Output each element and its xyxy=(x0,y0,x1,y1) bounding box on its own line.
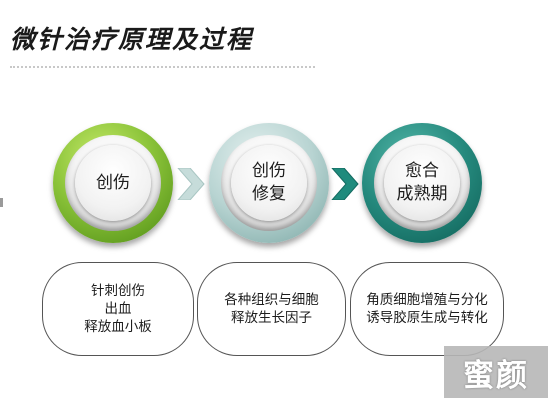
step-circle-core: 创伤 修复 xyxy=(231,145,307,221)
step-circle-3: 愈合 成熟期 xyxy=(362,123,482,243)
edge-marker xyxy=(0,198,3,207)
chevron-right-icon xyxy=(331,168,359,200)
step-circle-ring: 创伤 修复 xyxy=(221,135,317,231)
desc-1-line-3: 释放血小板 xyxy=(84,319,152,335)
description-box-3: 角质细胞增殖与分化 诱导胶原生成与转化 xyxy=(350,262,504,356)
step-2-line-1: 创伤 xyxy=(252,161,286,181)
step-circle-ring: 创伤 xyxy=(65,135,161,231)
step-circle-ring: 愈合 成熟期 xyxy=(374,135,470,231)
step-circle-2: 创伤 修复 xyxy=(209,123,329,243)
step-3-line-1: 愈合 xyxy=(405,161,439,181)
desc-3-line-2: 诱导胶原生成与转化 xyxy=(366,310,488,326)
chevron-right-icon xyxy=(177,168,205,200)
step-1-line-1: 创伤 xyxy=(96,172,130,193)
watermark-text: 蜜颜 xyxy=(463,357,529,394)
page-title: 微针治疗原理及过程 xyxy=(10,25,254,54)
desc-1-line-1: 针刺创伤 xyxy=(91,283,145,299)
desc-2-line-1: 各种组织与细胞 xyxy=(224,292,319,308)
desc-3-line-1: 角质细胞增殖与分化 xyxy=(366,292,488,308)
title-divider xyxy=(10,66,315,68)
description-box-2: 各种组织与细胞 释放生长因子 xyxy=(197,262,346,356)
step-circle-core: 创伤 xyxy=(75,145,151,221)
step-circle-core: 愈合 成熟期 xyxy=(384,145,460,221)
watermark: 蜜颜 xyxy=(444,346,548,398)
step-2-line-2: 修复 xyxy=(252,184,286,204)
step-circle-1: 创伤 xyxy=(53,123,173,243)
desc-2-line-2: 释放生长因子 xyxy=(231,310,312,326)
description-box-1: 针刺创伤 出血 释放血小板 xyxy=(42,262,194,356)
desc-1-line-2: 出血 xyxy=(104,301,132,317)
step-3-line-2: 成熟期 xyxy=(396,184,448,204)
